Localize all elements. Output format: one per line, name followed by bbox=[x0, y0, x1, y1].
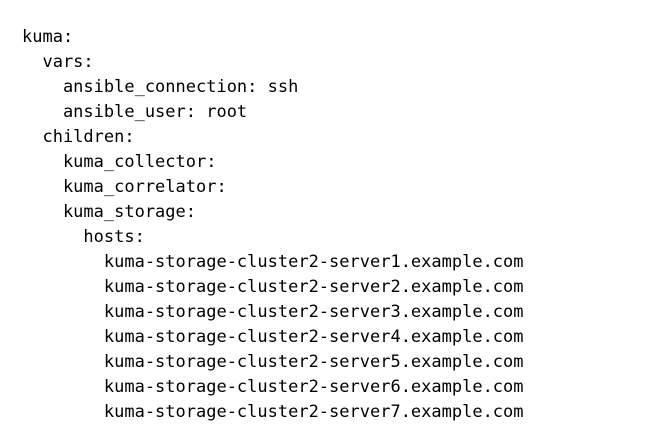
yaml-line: kuma-storage-cluster2-server1.example.co… bbox=[22, 252, 524, 272]
yaml-line: kuma_collector: bbox=[22, 152, 217, 172]
yaml-line: kuma: bbox=[22, 27, 74, 47]
yaml-line: kuma-storage-cluster2-server7.example.co… bbox=[22, 402, 524, 422]
yaml-line: kuma-storage-cluster2-server6.example.co… bbox=[22, 377, 524, 397]
yaml-line: ansible_user: root bbox=[22, 102, 248, 122]
yaml-line: kuma-storage-cluster2-server2.example.co… bbox=[22, 277, 524, 297]
yaml-line: kuma-storage-cluster2-server5.example.co… bbox=[22, 352, 524, 372]
yaml-line: vars: bbox=[22, 52, 94, 72]
yaml-line: kuma_correlator: bbox=[22, 177, 227, 197]
yaml-line: kuma_storage: bbox=[22, 202, 196, 222]
yaml-line: ansible_connection: ssh bbox=[22, 77, 299, 97]
yaml-line: children: bbox=[22, 127, 135, 147]
yaml-line: hosts: bbox=[22, 227, 145, 247]
yaml-code-block: kuma: vars: ansible_connection: ssh ansi… bbox=[22, 25, 524, 425]
yaml-line: kuma-storage-cluster2-server4.example.co… bbox=[22, 327, 524, 347]
yaml-line: kuma-storage-cluster2-server3.example.co… bbox=[22, 302, 524, 322]
